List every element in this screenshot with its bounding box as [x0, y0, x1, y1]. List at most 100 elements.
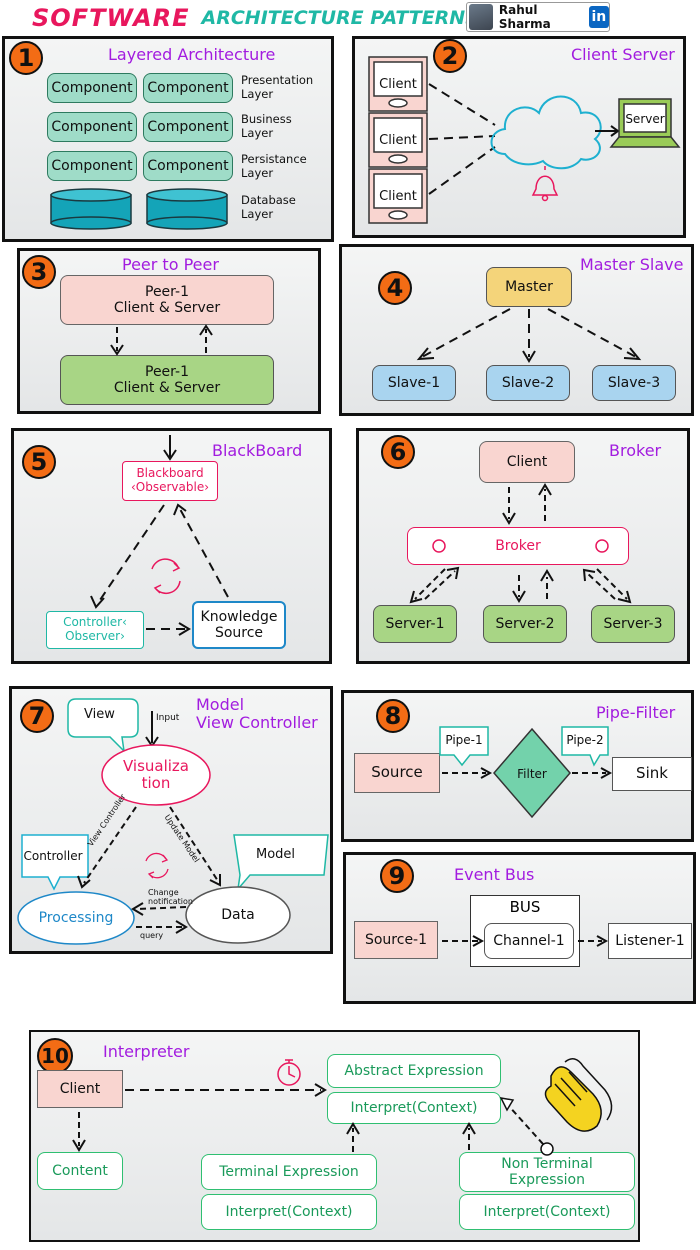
page-title: SOFTWARE ARCHITECTURE PATTERNS	[32, 2, 479, 34]
bell-icon	[531, 166, 559, 202]
client-label: Client	[379, 77, 417, 92]
client-label: Client	[379, 133, 417, 148]
layer-label: Presentation Layer	[241, 73, 314, 101]
view-label: View	[84, 707, 115, 722]
panel-number: 6	[381, 435, 415, 469]
broker-label: Broker	[495, 537, 541, 554]
panel-peer-to-peer: 3 Peer to Peer Peer-1 Client & Server Pe…	[17, 248, 321, 414]
panel-number: 5	[22, 445, 56, 479]
cycle-icon	[145, 852, 169, 879]
title-software: SOFTWARE	[32, 4, 190, 32]
abstract-interpret-box: Interpret(Context)	[327, 1092, 501, 1124]
nonterminal-line1: Non Terminal	[501, 1155, 593, 1172]
panel-number: 8	[376, 699, 410, 733]
pipe-filter-diagram	[439, 726, 613, 819]
controller-label: Controller	[23, 849, 83, 863]
client-box: Client	[479, 441, 575, 483]
clap-icon	[544, 1058, 613, 1132]
panel-interpreter: 10 Interpreter Client Content Abstract E…	[29, 1030, 640, 1242]
peer-role: Client & Server	[113, 300, 221, 316]
slave-box: Slave-2	[486, 365, 570, 401]
peer-name: Peer-1	[145, 283, 189, 300]
title-architecture-patterns: ARCHITECTURE PATTERNS	[201, 7, 479, 29]
server-label: Server	[625, 112, 665, 126]
component-box: Component	[143, 151, 233, 181]
panel-broker: 6 Broker Client Broker Server-1 Server-2…	[356, 428, 690, 664]
author-name: Rahul Sharma	[498, 3, 551, 31]
panel-title: Broker	[609, 441, 662, 460]
knowledge-label: Knowledge	[200, 608, 278, 625]
peer-box-bottom: Peer-1 Client & Server	[60, 355, 274, 405]
terminal-interpret-box: Interpret(Context)	[201, 1194, 377, 1230]
nonterminal-line2: Expression	[509, 1172, 585, 1188]
database-icon	[146, 188, 228, 230]
knowledge-sub: Source	[214, 625, 264, 641]
broker-port-left	[432, 539, 446, 553]
slave-box: Slave-1	[372, 365, 456, 401]
component-box: Component	[47, 73, 137, 103]
interpreter-diagram	[72, 1058, 613, 1156]
component-box: Component	[47, 112, 137, 142]
author-badge[interactable]: Rahul Sharma in	[466, 2, 610, 32]
panel-title: Layered Architecture	[108, 45, 276, 64]
abstract-expression-box: Abstract Expression	[327, 1054, 501, 1088]
visualization-line2: tion	[141, 774, 171, 792]
panel-title: Client Server	[571, 45, 675, 64]
panel-number: 2	[433, 39, 467, 73]
server-box: Server-3	[591, 605, 675, 643]
pipe-2-bubble	[561, 726, 609, 767]
panel-title-line2: View Controller	[196, 713, 318, 732]
broker-arrows	[409, 483, 632, 604]
blackboard-label: Blackboard	[136, 466, 204, 481]
database-icons	[50, 188, 228, 230]
layer-label: Business Layer	[241, 112, 292, 140]
listener-box: Listener-1	[608, 923, 692, 959]
content-box: Content	[37, 1152, 123, 1190]
slave-box: Slave-3	[592, 365, 676, 401]
broker-box: Broker	[407, 527, 629, 565]
processing-ellipse	[17, 891, 135, 945]
laptop-icon	[609, 98, 681, 148]
model-label: Model	[256, 847, 296, 862]
panel-title: Event Bus	[454, 865, 535, 884]
panel-number: 9	[380, 859, 414, 893]
database-icon	[50, 188, 132, 230]
speech-bubble-icon	[21, 834, 89, 891]
bus-label: BUS	[509, 898, 541, 916]
layer-label: Persistance Layer	[241, 152, 307, 180]
visualization-label: Visualiza tion	[106, 755, 206, 795]
panel-blackboard: 5 BlackBoard Blackboard ‹Observable› Con…	[11, 428, 332, 664]
input-label: Input	[156, 713, 180, 723]
blackboard-sub: ‹Observable›	[130, 480, 210, 494]
panel-number: 7	[20, 699, 54, 733]
stopwatch-icon	[277, 1059, 301, 1086]
panel-title: Interpreter	[103, 1042, 190, 1061]
query-label: query	[140, 931, 164, 940]
broker-port-right	[595, 539, 609, 553]
pipe-1-label: Pipe-1	[445, 733, 483, 747]
layer-label: Database Layer	[241, 193, 296, 221]
blackboard-box: Blackboard ‹Observable›	[122, 461, 218, 501]
panel-number: 3	[22, 255, 56, 289]
panel-number: 4	[378, 271, 412, 305]
event-bus-arrows	[442, 935, 609, 947]
panel-title-line1: Model	[196, 695, 245, 714]
panel-title: Pipe-Filter	[596, 703, 676, 722]
peer-role: Client & Server	[113, 380, 221, 396]
master-slave-arrows	[416, 308, 642, 363]
visualization-ellipse	[101, 744, 211, 806]
pipe-1-bubble	[439, 726, 489, 767]
source-box: Source	[354, 753, 440, 793]
client-monitor	[368, 168, 428, 224]
server-box: Server-2	[483, 605, 567, 643]
panel-layered-architecture: 1 Layered Architecture Component Compone…	[2, 36, 334, 242]
linkedin-icon[interactable]: in	[588, 6, 609, 28]
notification-label: notification	[148, 897, 193, 906]
cloud-icon	[490, 95, 602, 170]
panel-client-server: 2 Client Server	[352, 36, 686, 238]
server-box: Server-1	[373, 605, 457, 643]
blackboard-arrows	[90, 435, 229, 636]
mvc-diagram	[17, 698, 329, 945]
processing-label: Processing	[38, 910, 114, 926]
pipe-2-label: Pipe-2	[566, 733, 604, 747]
